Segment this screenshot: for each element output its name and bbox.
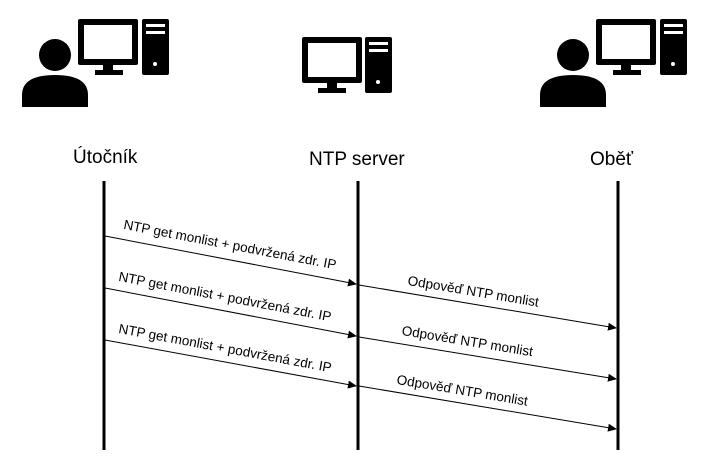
person-icon (540, 39, 606, 107)
message-arrow-5 (104, 339, 357, 389)
victim-icon (540, 19, 687, 107)
computer-icon (78, 19, 169, 75)
message-arrow-6 (358, 385, 617, 432)
message-arrow-1 (104, 235, 357, 287)
actor-label-attacker: Útočník (73, 147, 138, 168)
message-arrow-4 (358, 336, 617, 382)
computer-icon (596, 19, 687, 75)
person-icon (22, 39, 88, 107)
attacker-icon (22, 19, 169, 107)
actor-label-server: NTP server (309, 149, 405, 170)
server-icon (302, 37, 392, 93)
message-arrow-2 (358, 284, 617, 331)
message-arrow-3 (104, 287, 357, 339)
actor-label-victim: Oběť (590, 149, 634, 170)
